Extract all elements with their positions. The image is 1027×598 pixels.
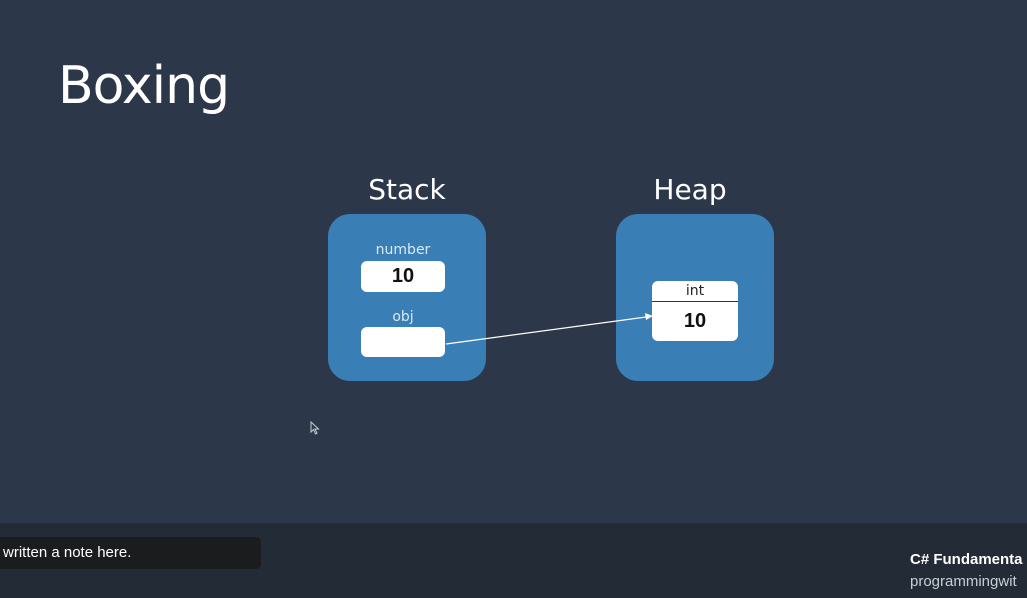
heap-panel: int 10 bbox=[616, 214, 774, 381]
stack-label: Stack bbox=[368, 173, 446, 206]
number-value-box: 10 bbox=[361, 261, 445, 292]
heap-label: Heap bbox=[653, 173, 727, 206]
obj-reference-box bbox=[361, 327, 445, 357]
note-tooltip[interactable]: written a note here. bbox=[0, 537, 261, 569]
course-title: C# Fundamenta bbox=[910, 551, 1023, 568]
heap-boxed-object: int 10 bbox=[652, 281, 738, 341]
heap-object-value: 10 bbox=[683, 310, 707, 332]
obj-variable-label: obj bbox=[392, 309, 414, 325]
course-website: programmingwit bbox=[910, 573, 1017, 590]
slide-canvas: Boxing Stack number 10 obj Heap int 10 bbox=[58, 56, 774, 435]
number-variable-label: number bbox=[375, 242, 431, 258]
stack-panel: number 10 obj bbox=[328, 214, 486, 381]
slide-title: Boxing bbox=[58, 56, 230, 116]
heap-object-type: int bbox=[652, 281, 738, 302]
mouse-pointer-icon bbox=[310, 421, 320, 435]
